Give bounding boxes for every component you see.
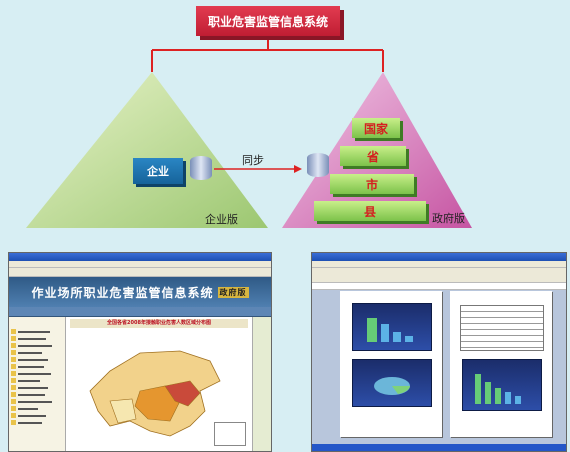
government-report-screenshot: [311, 252, 567, 452]
database-icon: [307, 153, 329, 177]
document-page: [340, 291, 442, 437]
gov-level-national: 国家: [352, 118, 400, 138]
sidebar-tree: [9, 317, 66, 451]
system-title: 职业危害监管信息系统: [196, 6, 340, 36]
menu-bar: [312, 261, 566, 268]
bar-chart-slide: [352, 303, 432, 351]
sync-arrowhead: [294, 165, 302, 173]
sync-label: 同步: [242, 154, 264, 167]
bar-chart-thumb: [367, 318, 413, 342]
enterprise-node: 企业: [133, 158, 183, 184]
bar-chart-slide: [462, 359, 542, 411]
right-tools: [252, 317, 271, 451]
database-icon: [190, 156, 212, 180]
gov-level-province: 省: [340, 146, 406, 166]
gov-level-city: 市: [330, 174, 414, 194]
map-legend: [214, 422, 246, 446]
nav-strip: [9, 307, 271, 317]
data-table: [460, 305, 544, 351]
china-map: [89, 350, 221, 437]
enterprise-triangle: [26, 72, 268, 228]
document-page: [450, 291, 552, 437]
diagram-canvas: [26, 36, 472, 228]
enterprise-app-screenshot: 作业场所职业危害监管信息系统 政府版 全国各省2008年接触职业危害人数区域分布…: [8, 252, 272, 452]
taskbar: [312, 444, 566, 451]
window-titlebar: [312, 253, 566, 261]
map-panel: 全国各省2008年接触职业危害人数区域分布图: [66, 317, 252, 451]
pie-chart-thumb: [374, 377, 410, 395]
ruler: [312, 283, 566, 290]
app-banner: 作业场所职业危害监管信息系统 政府版: [9, 277, 271, 307]
menu-bar: [9, 261, 271, 268]
gov-level-county: 县: [314, 201, 426, 221]
address-bar: [9, 268, 271, 277]
bar-chart-thumb: [475, 374, 521, 404]
window-titlebar: [9, 253, 271, 261]
map-heading: 全国各省2008年接触职业危害人数区域分布图: [70, 319, 248, 328]
banner-tag: 政府版: [217, 286, 249, 298]
pie-chart-slide: [352, 359, 432, 407]
gov-edition-label: 政府版: [432, 212, 465, 225]
banner-title: 作业场所职业危害监管信息系统: [31, 285, 214, 300]
toolbar: [312, 268, 566, 283]
enterprise-edition-label: 企业版: [205, 213, 238, 226]
